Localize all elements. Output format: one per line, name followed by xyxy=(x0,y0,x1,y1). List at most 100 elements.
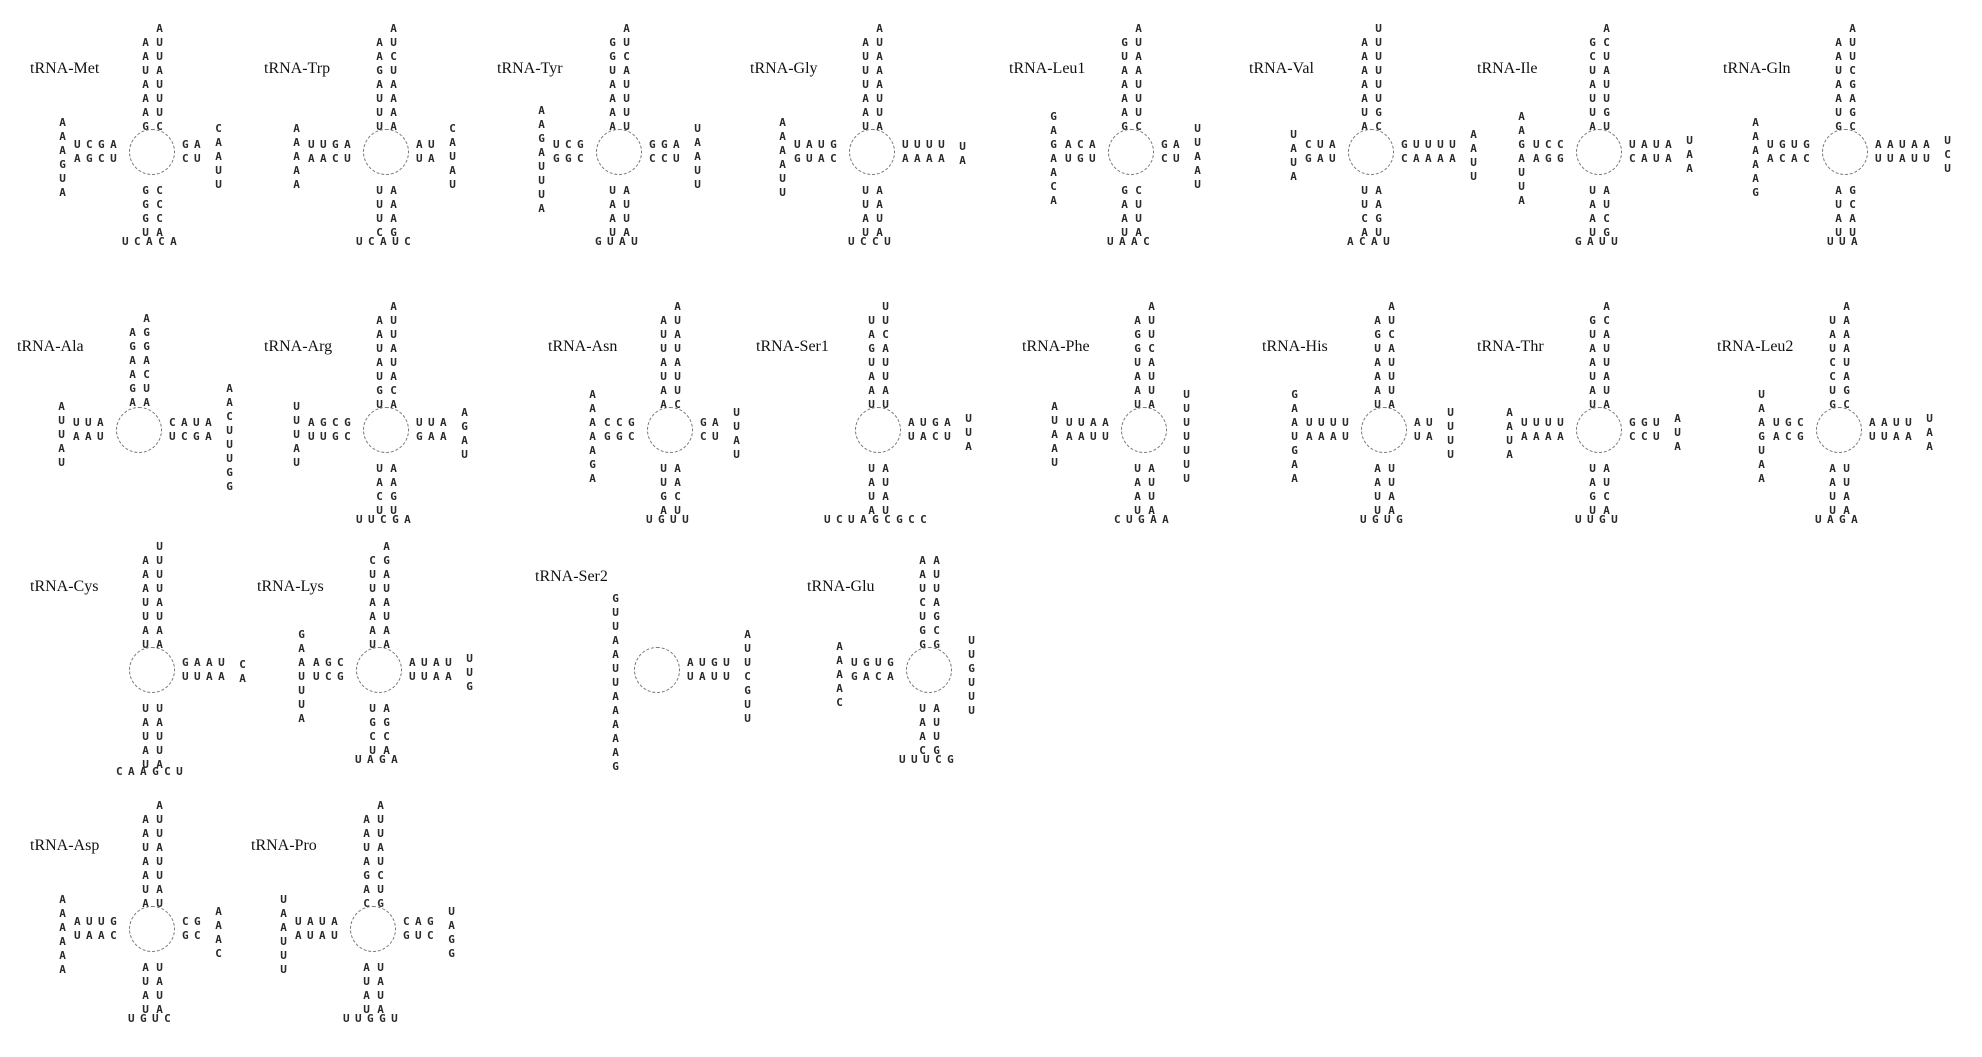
d-loop: AAAAAA xyxy=(56,893,69,977)
junction-loop xyxy=(1108,129,1154,175)
d-arm-stem-3prime: UUA xyxy=(73,416,110,429)
d-arm-stem-3prime: UUGA xyxy=(308,138,357,151)
trna-label: tRNA-Met xyxy=(30,60,100,77)
d-arm-stem-3prime: UAUA xyxy=(295,915,344,928)
t-arm-stem-5prime: GC xyxy=(182,929,207,942)
d-arm-stem-5prime: UUGC xyxy=(308,430,357,443)
t-arm-stem-5prime: UUAUU xyxy=(1875,152,1936,165)
junction-loop xyxy=(634,647,680,693)
acceptor-stem-5prime: UAGUAAU xyxy=(865,314,878,412)
anticodon-loop: GAUU xyxy=(1575,235,1624,248)
d-loop: UUUAU xyxy=(290,400,303,470)
anticodon-stem-5prime: UUUC xyxy=(373,184,386,240)
acceptor-tail: A xyxy=(1840,300,1853,314)
acceptor-tail: A xyxy=(387,300,400,314)
t-loop: UUAU xyxy=(730,406,743,462)
d-arm-stem-5prime: ACG xyxy=(1773,430,1810,443)
t-loop: UAAUU xyxy=(691,122,704,192)
d-loop: AUAAU xyxy=(1048,400,1061,470)
junction-loop xyxy=(1348,129,1394,175)
t-loop: UUUUUUU xyxy=(1180,388,1193,486)
t-arm-stem-5prime: UCGA xyxy=(169,430,218,443)
t-loop: UUG xyxy=(463,652,476,694)
anticodon-stem-3prime: AUUG xyxy=(930,702,943,758)
anticodon-stem-3prime: AUAU xyxy=(879,462,892,518)
d-arm-stem-3prime: AGCG xyxy=(308,416,357,429)
acceptor-stem-3prime: CUAUUGU xyxy=(1600,36,1613,134)
t-arm-stem-3prime: AAUU xyxy=(1869,416,1918,429)
anticodon-loop: UGUC xyxy=(128,1012,177,1025)
d-arm-stem-3prime: AGC xyxy=(313,656,350,669)
t-arm-stem-3prime: GA xyxy=(182,138,207,151)
d-arm-stem-3prime: UUUU xyxy=(1306,416,1355,429)
d-arm-stem-5prime: UAAC xyxy=(74,929,123,942)
anticodon-stem-3prime: CUUA xyxy=(1132,184,1145,240)
acceptor-tail: A xyxy=(374,799,387,813)
t-arm-stem-3prime: GGU xyxy=(1629,416,1666,429)
anticodon-stem-5prime: AUAU xyxy=(1832,184,1845,240)
t-arm-stem-3prime: GA xyxy=(700,416,725,429)
acceptor-stem-3prime: UCAUUUA xyxy=(1385,314,1398,412)
anticodon-stem-5prime: UAGU xyxy=(1586,462,1599,518)
d-arm-stem-3prime: CCG xyxy=(604,416,641,429)
anticodon-stem-3prime: AUUA xyxy=(1145,462,1158,518)
acceptor-stem-3prime: UAAUUUC xyxy=(1132,36,1145,134)
d-arm-stem-3prime: UUUU xyxy=(1521,416,1570,429)
d-loop: AAAAC xyxy=(833,640,846,710)
acceptor-tail: A xyxy=(380,540,393,554)
d-arm-stem-3prime: UCG xyxy=(553,138,590,151)
t-loop: UUA xyxy=(962,412,975,454)
d-loop: GAGAACA xyxy=(1047,110,1060,208)
acceptor-tail: A xyxy=(140,312,153,326)
anticodon-stem-3prime: CCCA xyxy=(153,184,166,240)
acceptor-stem-3prime: UAAAUUA xyxy=(873,36,886,134)
d-arm-stem-5prime: GAU xyxy=(1305,152,1342,165)
junction-loop xyxy=(1121,407,1167,453)
junction-loop xyxy=(350,906,396,952)
t-arm-stem-3prime: CAG xyxy=(403,915,440,928)
acceptor-stem-5prime: GUAAAAG xyxy=(1118,36,1131,134)
acceptor-stem-3prime: UAUAUUC xyxy=(671,314,684,412)
d-arm-stem-3prime: CUA xyxy=(1305,138,1342,151)
acceptor-stem-3prime: UUAUUAU xyxy=(153,813,166,911)
t-loop: AUA xyxy=(1671,412,1684,454)
acceptor-tail: A xyxy=(1600,22,1613,36)
d-arm-stem-3prime: AUUG xyxy=(74,915,123,928)
d-arm-stem-3prime: ACA xyxy=(1065,138,1102,151)
t-loop: UAA xyxy=(1683,134,1696,176)
t-loop: UUUU xyxy=(1444,406,1457,462)
junction-loop xyxy=(363,129,409,175)
t-arm-stem-5prime: CCU xyxy=(649,152,686,165)
t-arm-stem-3prime: UUA xyxy=(416,416,453,429)
anticodon-loop: UGUU xyxy=(646,513,695,526)
acceptor-stem-3prime: AUUAGCG xyxy=(930,554,943,652)
anticodon-stem-5prime: UAUAU xyxy=(139,702,152,772)
anticodon-loop: CUGAA xyxy=(1114,513,1175,526)
d-arm-stem-5prime: AAUU xyxy=(1066,430,1115,443)
junction-loop xyxy=(116,407,162,453)
trna-label: tRNA-Gln xyxy=(1723,60,1791,77)
trna-label: tRNA-Lys xyxy=(257,578,324,595)
trna-label: tRNA-Tyr xyxy=(497,60,563,77)
anticodon-loop: UUA xyxy=(1827,235,1864,248)
acceptor-stem-3prime: UUUUUGC xyxy=(1372,36,1385,134)
anticodon-stem-3prime: AAGU xyxy=(387,462,400,518)
acceptor-stem-5prime: CUUAAAU xyxy=(366,554,379,652)
d-loop: AAGAUUA xyxy=(1515,110,1528,208)
anticodon-stem-5prime: UUGA xyxy=(657,462,670,518)
acceptor-stem-5prime: AUUUAAU xyxy=(859,36,872,134)
anticodon-stem-5prime: GGGU xyxy=(139,184,152,240)
t-arm-stem-3prime: AU xyxy=(1414,416,1439,429)
acceptor-stem-5prime: AAUAAUG xyxy=(1832,36,1845,134)
anticodon-stem-5prime: UAAC xyxy=(916,702,929,758)
acceptor-stem-3prime: UUUAUAA xyxy=(153,554,166,652)
d-arm-stem-5prime: GACA xyxy=(851,670,900,683)
acceptor-tail: U xyxy=(1372,22,1385,36)
d-arm-stem-5prime: GUAC xyxy=(794,152,843,165)
anticodon-stem-3prime: AAGU xyxy=(1372,184,1385,240)
t-arm-stem-3prime: AUAU xyxy=(409,656,458,669)
junction-loop xyxy=(906,647,952,693)
anticodon-loop: CAAGCU xyxy=(116,765,189,778)
t-loop: AUUCGUU xyxy=(741,628,754,726)
acceptor-stem-5prime: AAAUUAU xyxy=(139,554,152,652)
